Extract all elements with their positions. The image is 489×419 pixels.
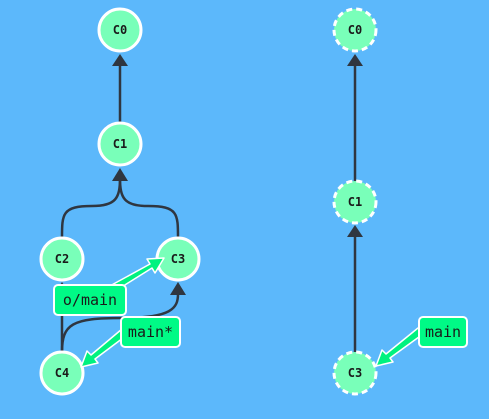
- right-commit-c1-circle: [332, 179, 378, 225]
- edge-left-c2-c1: [60, 177, 122, 239]
- right-commit-c1[interactable]: C1: [332, 179, 378, 225]
- right-commit-c3-label: C3: [348, 366, 362, 380]
- commit-c3[interactable]: C3: [155, 236, 201, 282]
- ref-main-star-label: main*: [128, 323, 173, 341]
- ref-o-main-box: [53, 284, 127, 316]
- edge-left-c3-c1: [118, 177, 180, 239]
- commit-c1-circle: [97, 121, 143, 167]
- ref-main-right-box: [418, 316, 468, 348]
- right-commit-c1-label: C1: [348, 195, 362, 209]
- edge-left-c1-arrowhead: [112, 168, 128, 181]
- edge-right-c1-c0-arrowhead: [347, 54, 363, 66]
- commit-c4[interactable]: C4: [39, 350, 85, 396]
- left-edges: [54, 54, 186, 353]
- ref-main-star-box: [120, 316, 181, 348]
- ref-o-main[interactable]: o/main: [53, 257, 165, 316]
- commit-c4-label: C4: [55, 366, 69, 380]
- commit-c3-label: C3: [171, 252, 185, 266]
- right-commit-c0[interactable]: C0: [332, 7, 378, 53]
- commit-c1[interactable]: C1: [97, 121, 143, 167]
- commit-c0-circle: [97, 7, 143, 53]
- commit-c0[interactable]: C0: [97, 7, 143, 53]
- right-commit-c3[interactable]: C3: [332, 350, 378, 396]
- right-commit-c0-circle: [332, 7, 378, 53]
- edge-right-c3-c1-arrowhead: [347, 225, 363, 237]
- ref-main-right[interactable]: main: [375, 316, 468, 367]
- commit-c2-label: C2: [55, 252, 69, 266]
- left-tree: C0 C1 C2 C3 C4 o/main main*: [39, 7, 201, 396]
- right-tree: C0 C1 C3 main: [332, 7, 468, 396]
- commit-c2-circle: [39, 236, 85, 282]
- right-commit-c3-circle: [332, 350, 378, 396]
- commit-c4-circle: [39, 350, 85, 396]
- ref-main-right-arrow: [375, 327, 424, 367]
- edge-left-c1-c0-arrowhead: [112, 54, 128, 66]
- commit-c2[interactable]: C2: [39, 236, 85, 282]
- ref-main-right-label: main: [425, 323, 461, 341]
- edge-left-c3-arrowhead: [170, 282, 186, 295]
- ref-o-main-label: o/main: [63, 291, 117, 309]
- right-commit-c0-label: C0: [348, 23, 362, 37]
- commit-c0-label: C0: [113, 23, 127, 37]
- commit-c1-label: C1: [113, 137, 127, 151]
- right-edges: [347, 54, 363, 352]
- ref-main-star-arrow: [80, 328, 128, 368]
- ref-main-star[interactable]: main*: [80, 316, 181, 368]
